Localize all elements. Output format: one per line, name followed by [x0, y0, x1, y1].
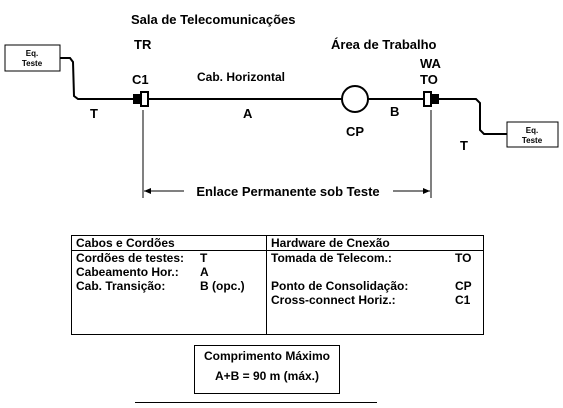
left-test-eq-line2: Teste: [22, 59, 43, 68]
legend-row: Tomada de Telecom.: TO: [271, 251, 479, 265]
right-test-cord: [439, 98, 507, 135]
legend-row-code: CP: [455, 279, 472, 293]
t-left-label: T: [90, 106, 98, 121]
legend-cables-header: Cabos e Cordões: [72, 236, 266, 251]
horizontal-cable-label: Cab. Horizontal: [197, 70, 285, 84]
legend-row: Ponto de Consolidação: CP: [271, 279, 479, 293]
legend-row-code: T: [200, 251, 208, 265]
c1-label: C1: [132, 72, 149, 87]
left-test-eq-line1: Eq.: [26, 49, 38, 58]
max-length-box: Comprimento Máximo A+B = 90 m (máx.): [194, 345, 340, 394]
legend-row-name: Ponto de Consolidação:: [271, 279, 409, 293]
legend-row: Cabeamento Hor.: A: [76, 265, 262, 279]
bottom-divider: [135, 402, 377, 403]
wa-label: WA: [420, 56, 442, 71]
to-label: TO: [420, 72, 438, 87]
legend-row-name: Cab. Transição:: [76, 279, 166, 293]
legend-row-code: [455, 265, 479, 279]
max-length-title: Comprimento Máximo: [203, 349, 330, 363]
right-test-equipment: Eq. Teste: [506, 121, 559, 148]
telecom-room-title: Sala de Telecomunicações: [131, 12, 296, 27]
legend-row-name: Cordões de testes:: [76, 251, 185, 265]
t-right-label: T: [460, 138, 468, 153]
max-length-formula: A+B = 90 m (máx.): [214, 369, 320, 383]
cp-label: CP: [346, 124, 364, 139]
b-label: B: [390, 104, 399, 119]
legend-cables-column: Cabos e Cordões Cordões de testes: T Cab…: [71, 235, 267, 335]
left-test-cord: [60, 57, 133, 100]
work-area-title: Área de Trabalho: [331, 37, 437, 52]
legend-row-code: TO: [455, 251, 472, 265]
permanent-link-dimension: [142, 110, 432, 198]
legend-row-code: A: [200, 265, 209, 279]
a-label: A: [243, 106, 253, 121]
to-connector-icon: [423, 91, 439, 107]
right-test-eq-line1: Eq.: [526, 126, 538, 135]
left-test-equipment: Eq. Teste: [4, 44, 61, 72]
legend-row: [271, 265, 479, 279]
legend-row-name: Cross-connect Horiz.:: [271, 293, 396, 307]
legend-hardware-column: Hardware de Cnexão Tomada de Telecom.: T…: [267, 236, 484, 335]
legend-table: Cabos e Cordões Cordões de testes: T Cab…: [71, 235, 484, 335]
legend-row: Cab. Transição: B (opc.): [76, 279, 262, 293]
legend-row-code: C1: [455, 293, 471, 307]
cp-circle-icon: [341, 85, 369, 113]
legend-row: Cordões de testes: T: [76, 251, 262, 265]
tr-label: TR: [134, 37, 152, 52]
c1-connector-icon: [133, 91, 149, 107]
legend-row-code: B (opc.): [200, 279, 245, 293]
right-test-eq-line2: Teste: [522, 136, 543, 145]
legend-row: Cross-connect Horiz.: C1: [271, 293, 479, 307]
legend-hardware-header: Hardware de Cnexão: [267, 236, 483, 251]
legend-row-name: Cabeamento Hor.:: [76, 265, 179, 279]
permanent-link-label: Enlace Permanente sob Teste: [196, 184, 379, 199]
legend-row-name: Tomada de Telecom.:: [271, 251, 392, 265]
